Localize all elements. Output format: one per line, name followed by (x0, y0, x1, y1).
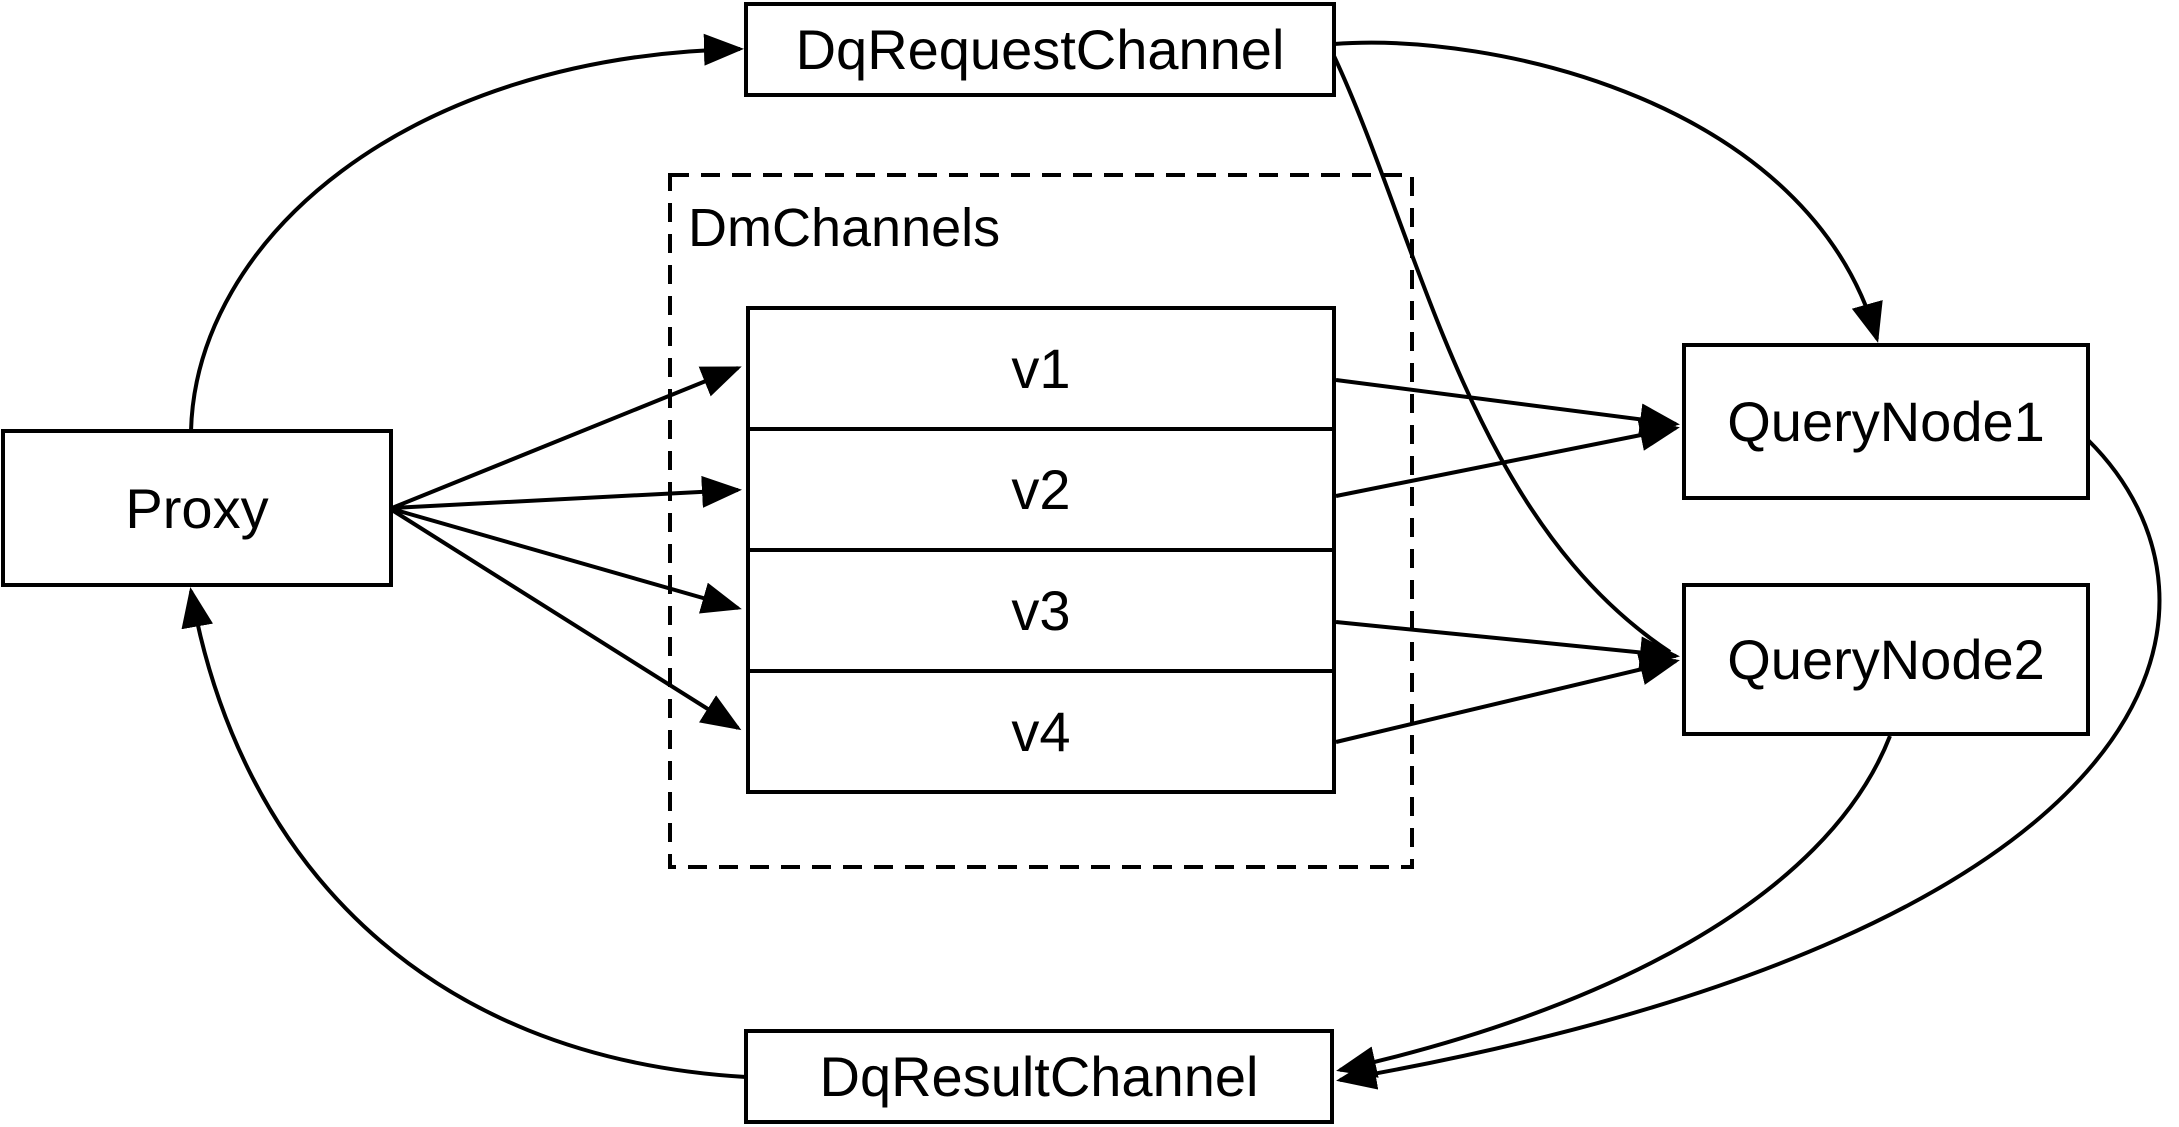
querynode1-node-label: QueryNode1 (1727, 390, 2045, 453)
edge-proxy-to-v1 (391, 366, 742, 510)
querynode1-node-box (1682, 343, 2090, 500)
proxy-node-box (1, 429, 393, 587)
edge-proxy-to-dqrequestchannel (189, 33, 744, 432)
channel-v3-label: v3 (1011, 579, 1070, 642)
dqresultchannel-node-box (744, 1029, 1334, 1124)
edge-v2-to-querynode1 (1335, 419, 1680, 498)
edge-v1-to-querynode1 (1335, 378, 1680, 436)
channel-v1-label: v1 (1011, 337, 1070, 400)
edge-proxy-to-v2 (391, 475, 742, 510)
edge-v3-to-querynode2 (1335, 620, 1680, 669)
channel-v2-box (746, 427, 1336, 552)
channel-v1-box (746, 306, 1336, 431)
edge-v4-to-querynode2 (1335, 653, 1680, 744)
edge-querynode2-to-dqresultchannel (1336, 735, 1892, 1078)
dqrequestchannel-node-label: DqRequestChannel (796, 18, 1285, 81)
edge-proxy-to-v3 (391, 507, 742, 614)
querynode2-node-box (1682, 583, 2090, 736)
querynode2-node-label: QueryNode2 (1727, 628, 2045, 691)
edge-querynode1-to-dqresultchannel (1336, 438, 2162, 1090)
channel-v4-box (746, 669, 1336, 794)
edge-dqrequestchannel-to-querynode2 (1332, 55, 1672, 654)
edge-dqresultchannel-to-proxy (181, 587, 747, 1079)
proxy-node-label: Proxy (125, 477, 268, 540)
edge-dqrequestchannel-to-querynode1 (1333, 40, 1883, 343)
channel-v2-label: v2 (1011, 458, 1070, 521)
dmchannels-group-box (668, 173, 1414, 869)
dqrequestchannel-node-box (744, 2, 1336, 97)
channel-v4-label: v4 (1011, 700, 1070, 763)
dqresultchannel-node-label: DqResultChannel (820, 1045, 1259, 1108)
dmchannels-group-label: DmChannels (688, 198, 1000, 258)
channel-v3-box (746, 548, 1336, 673)
edge-proxy-to-v4 (390, 508, 742, 731)
